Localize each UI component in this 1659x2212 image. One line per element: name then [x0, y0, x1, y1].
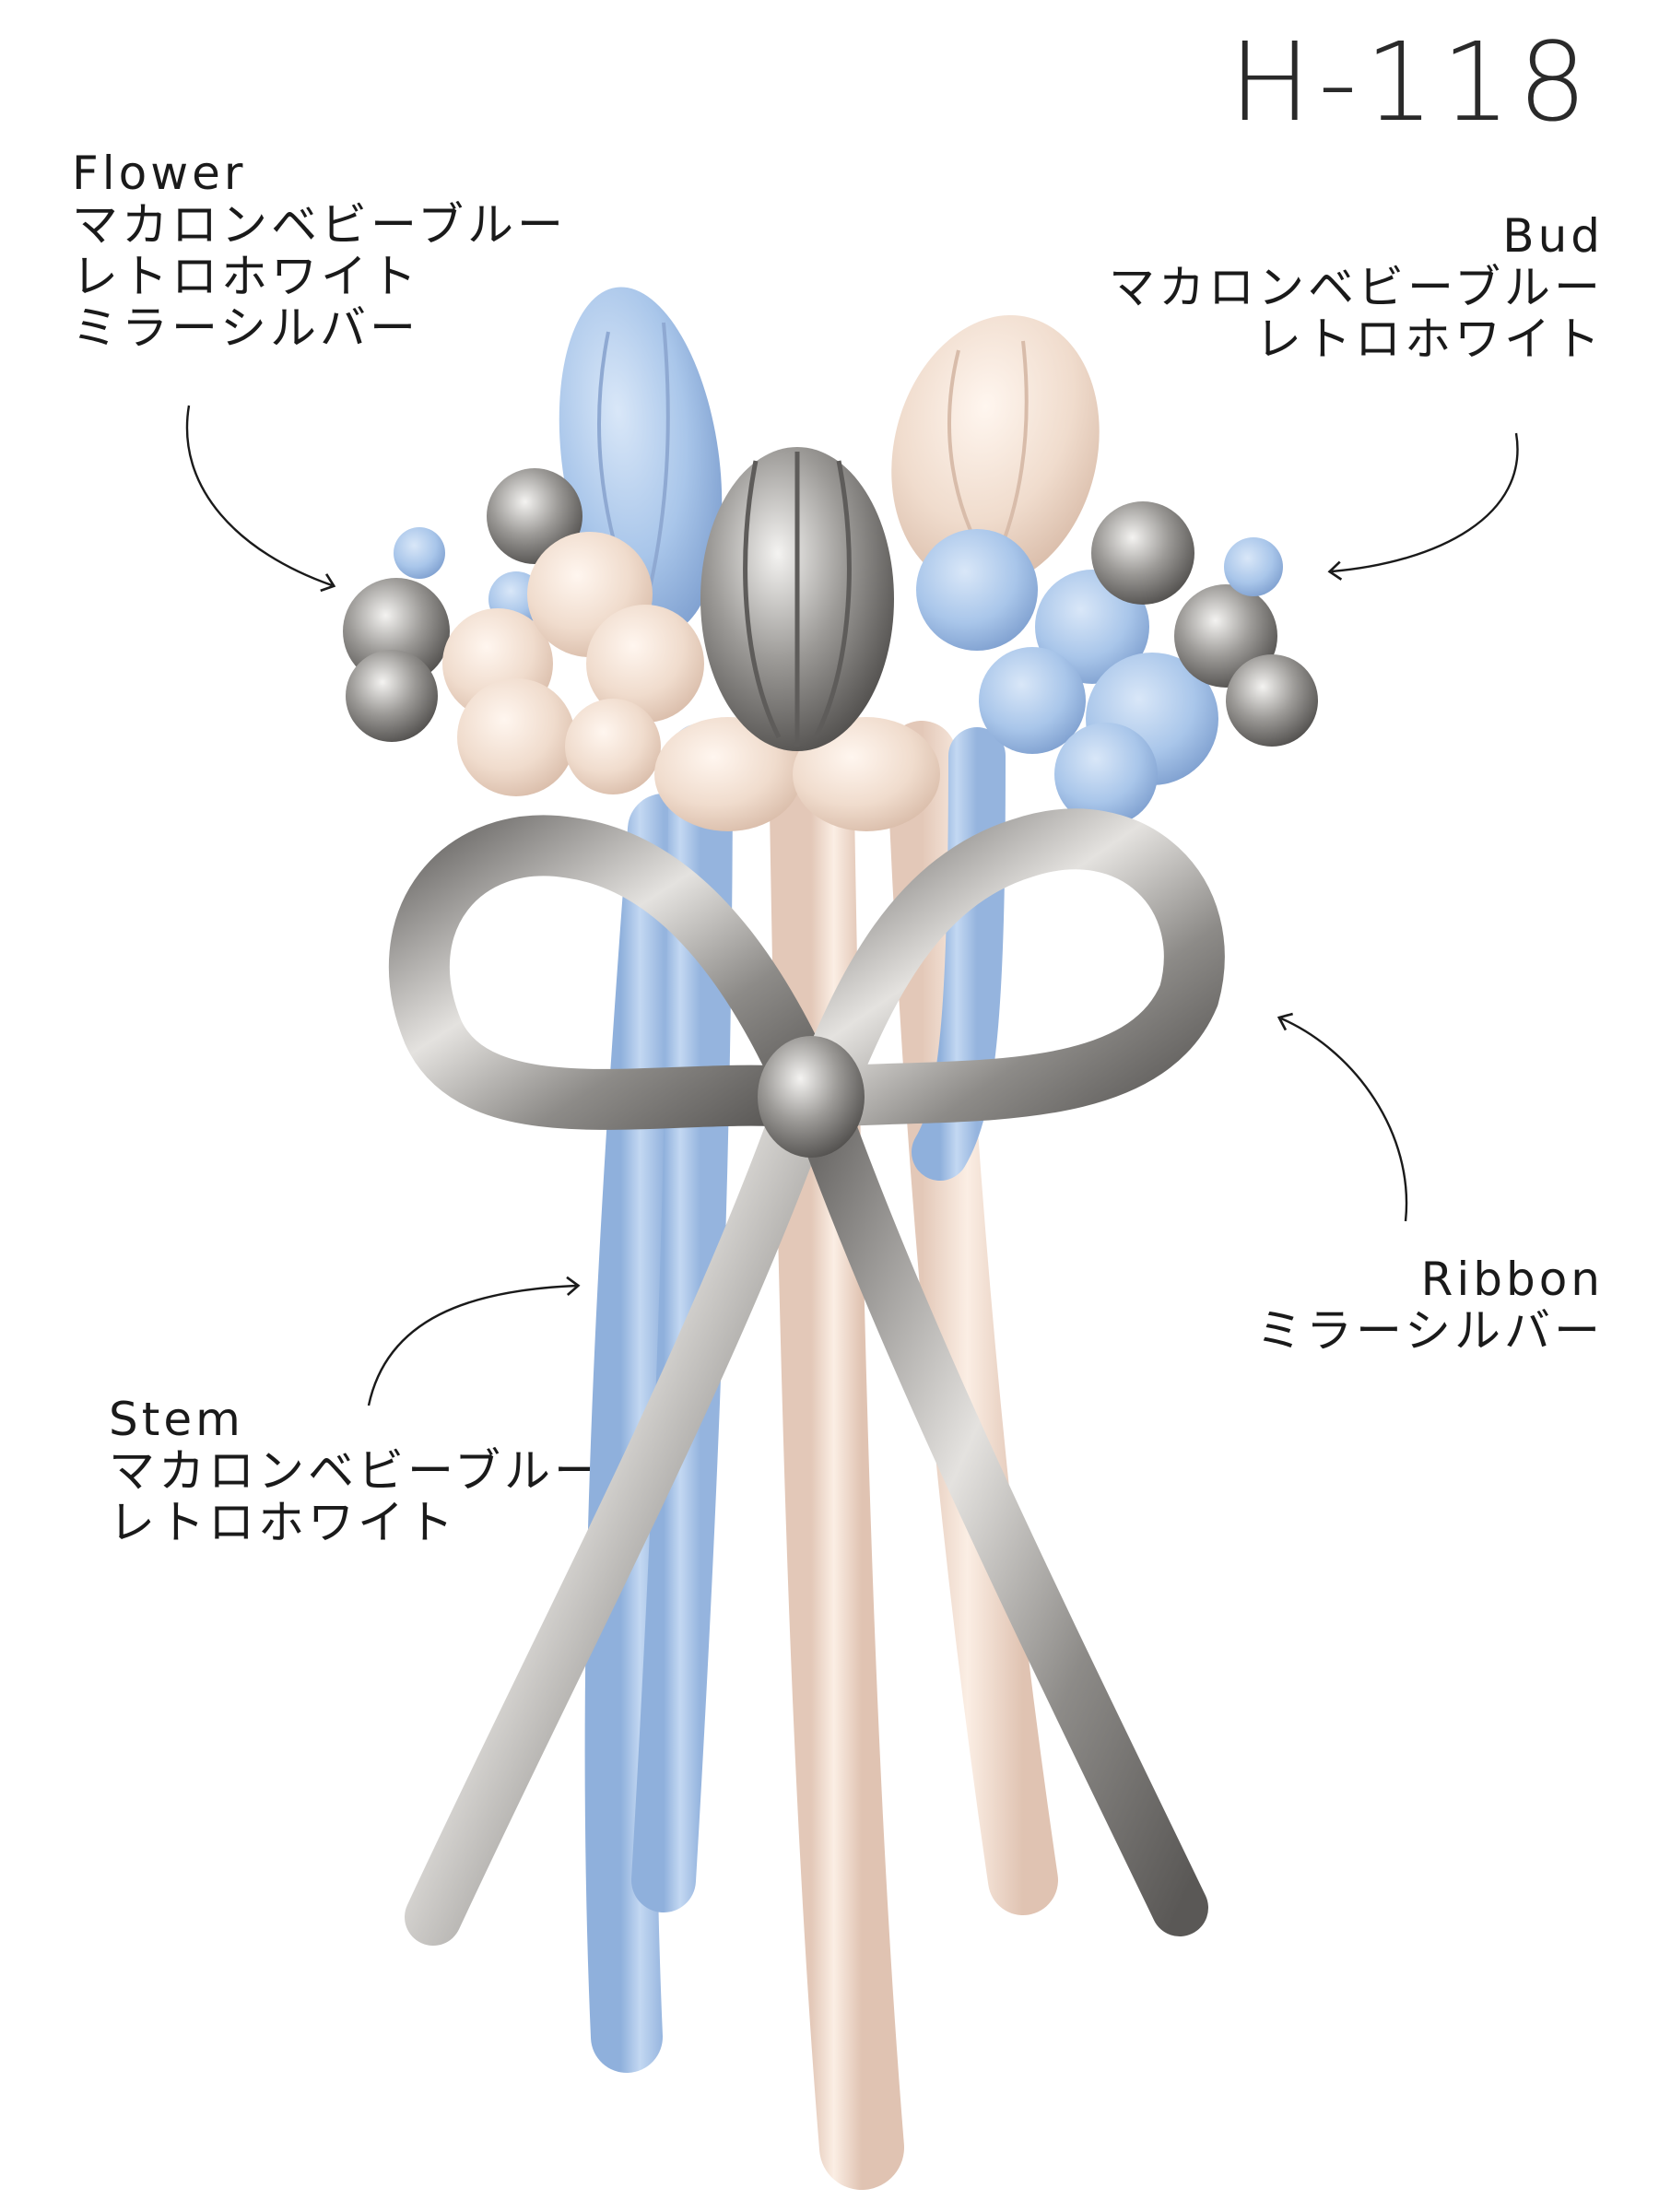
stem-title: Stem — [109, 1393, 244, 1446]
ribbon-title: Ribbon — [1420, 1253, 1604, 1306]
flower-blue-petal — [1054, 723, 1158, 826]
flower-blue-petal — [916, 529, 1038, 651]
flower-color-1: マカロンベビーブルー — [72, 198, 567, 252]
flower-white-calyx — [793, 717, 940, 831]
stem-color-1: マカロンベビーブルー — [109, 1444, 604, 1498]
flower-label: Flower マカロンベビーブルー レトロホワイト ミラーシルバー — [72, 147, 567, 354]
bud-label: Bud マカロンベビーブルー レトロホワイト — [1109, 210, 1604, 365]
flower-white-petal — [457, 678, 575, 796]
bud-color-2: レトロホワイト — [1255, 312, 1604, 366]
bud-white — [891, 315, 1100, 588]
flower-blue-ball — [1224, 537, 1283, 596]
flower-white-petal — [586, 605, 704, 723]
bud-color-1: マカロンベビーブルー — [1109, 261, 1604, 314]
flower-blue-ball — [394, 527, 445, 579]
ribbon-knot — [758, 1036, 865, 1158]
flower-silver-ball — [346, 650, 438, 742]
flower-color-2: レトロホワイト — [72, 250, 420, 303]
ribbon — [388, 808, 1225, 1946]
ribbon-arrow — [1277, 1012, 1408, 1222]
ribbon-tail-left — [405, 1105, 821, 1946]
ribbon-loop-right — [790, 808, 1225, 1127]
annotation-arrows — [185, 405, 1519, 1406]
flower-white-petal — [565, 699, 661, 794]
flowers — [343, 447, 1318, 831]
flower-silver-ball — [1091, 501, 1194, 605]
flower-arrow — [185, 405, 336, 593]
ribbon-label: Ribbon ミラーシルバー — [1256, 1253, 1604, 1357]
stem-arrow — [367, 1276, 581, 1406]
ribbon-color-1: ミラーシルバー — [1256, 1304, 1604, 1358]
ribbon-tail-right — [801, 1105, 1208, 1936]
stem-white-center — [769, 713, 904, 2190]
bud-arrow — [1327, 432, 1519, 581]
flower-silver-ball — [1226, 654, 1318, 747]
stem-blue-left — [584, 794, 700, 2073]
flower-blue-petal — [979, 647, 1086, 754]
stem-label: Stem マカロンベビーブルー レトロホワイト — [109, 1394, 604, 1548]
ribbon-loop-left — [388, 815, 841, 1130]
flower-color-3: ミラーシルバー — [72, 301, 419, 355]
stem-color-2: レトロホワイト — [109, 1496, 457, 1549]
flower-title: Flower — [72, 147, 247, 200]
flower-silver-ball — [487, 468, 582, 564]
flower-white-calyx — [654, 717, 802, 831]
product-code: H-118 — [1229, 18, 1594, 146]
bud-title: Bud — [1502, 209, 1604, 263]
